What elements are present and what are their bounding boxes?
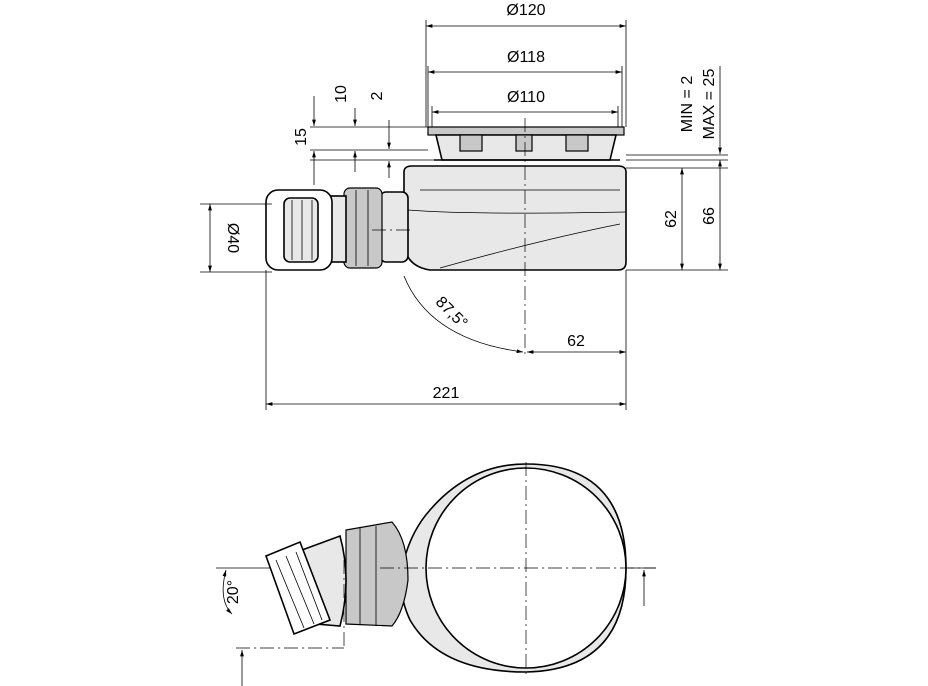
dim-label-10: 10: [333, 85, 350, 103]
dim-heights-left: 15 10 2: [293, 85, 434, 185]
dim-offset-arrows: [240, 567, 656, 686]
dim-label-62-width: 62: [567, 333, 585, 350]
dim-diameter-110: Ø110: [431, 89, 619, 127]
angle-label-20: 20°: [225, 580, 242, 604]
dim-label-62-height: 62: [663, 210, 680, 228]
dim-label-40: Ø40: [224, 223, 241, 253]
dim-label-66: 66: [701, 207, 718, 225]
dim-min-max: MIN = 2 MAX = 25: [626, 66, 728, 161]
dim-label-120: Ø120: [506, 2, 545, 19]
dim-diameter-118: Ø118: [427, 49, 623, 127]
dim-angle-20: 20°: [216, 567, 270, 615]
dim-diameter-120: Ø120: [425, 2, 627, 127]
outlet-top-assembly: [264, 521, 409, 636]
dim-width-221: 221: [265, 270, 626, 410]
dim-label-110: Ø110: [507, 89, 545, 106]
max-label: MAX = 25: [701, 69, 718, 140]
grate-flange: [427, 126, 625, 161]
dim-heights-right: 62 66: [626, 160, 728, 271]
dim-width-62: 62: [527, 270, 627, 410]
dim-label-15: 15: [293, 128, 310, 146]
top-view: 20°: [216, 462, 656, 686]
side-view: Ø120 Ø118 Ø110 15 10: [200, 2, 728, 410]
trap-body: [403, 165, 627, 271]
dim-label-2: 2: [369, 91, 386, 100]
dim-label-221: 221: [433, 385, 460, 402]
dim-label-118: Ø118: [507, 49, 545, 66]
dim-angle-87-5: 87,5°: [403, 275, 524, 354]
outlet-assembly: [265, 187, 409, 271]
min-label: MIN = 2: [679, 76, 696, 133]
dim-diameter-40: Ø40: [200, 203, 272, 273]
angle-label-87-5: 87,5°: [432, 294, 471, 333]
